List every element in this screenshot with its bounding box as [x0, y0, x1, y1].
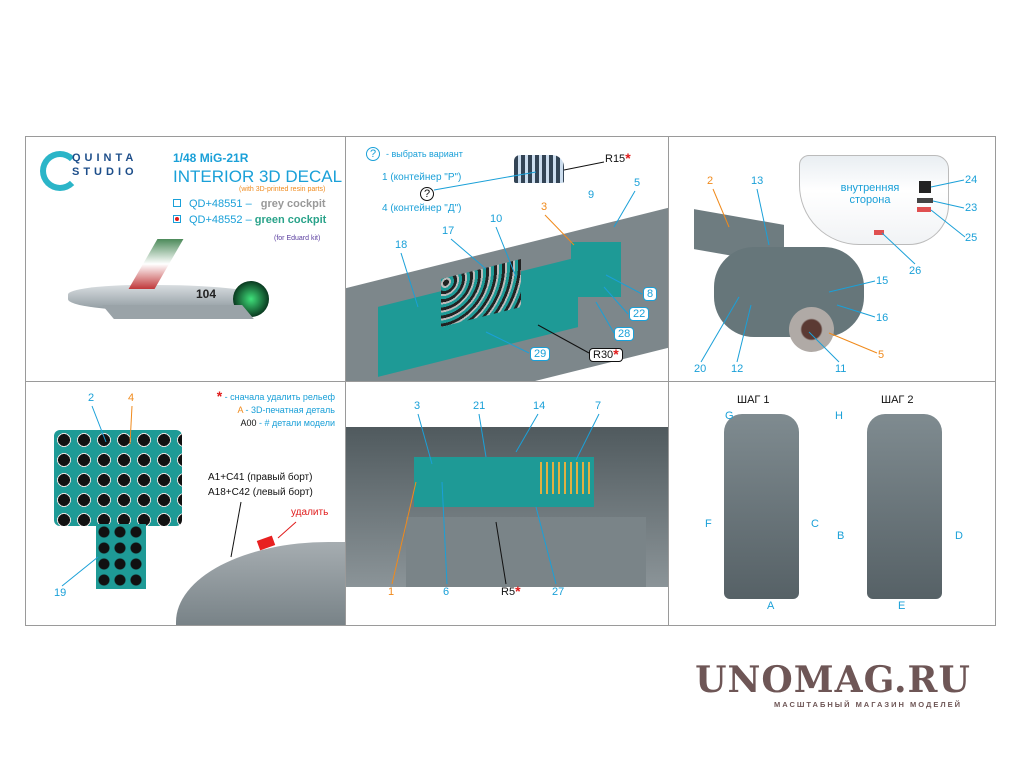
variant-green[interactable]: QD+48552 – green cockpit: [173, 214, 326, 226]
brand-bottom: STUDIO: [72, 166, 138, 178]
variant-code: QD+48551: [189, 198, 243, 210]
header-panel: QUINTA STUDIO 1/48 MiG-21R INTERIOR 3D D…: [25, 136, 346, 382]
label-r30: R30*: [589, 347, 623, 362]
variant-name: grey cockpit: [260, 198, 326, 210]
label-24: 24: [965, 174, 978, 186]
watermark-name: UNOMAG.RU: [695, 659, 971, 701]
watermark-tagline: МАСШТАБНЫЙ МАГАЗИН МОДЕЛЕЙ: [773, 700, 962, 709]
label-a: A: [767, 600, 775, 612]
label-e: E: [898, 600, 906, 612]
legend-item: A00 - # детали модели: [240, 418, 335, 428]
side-console-render: [346, 427, 668, 587]
label-f: F: [705, 518, 712, 530]
label-20: 20: [694, 363, 707, 375]
label-4: 4: [128, 392, 135, 404]
unomag-watermark: UNOMAG.RU МАСШТАБНЫЙ МАГАЗИН МОДЕЛЕЙ: [688, 660, 978, 709]
label-b: B: [837, 530, 845, 542]
variant-name: green cockpit: [254, 214, 327, 226]
label-26: 26: [909, 265, 922, 277]
label-r15: R15*: [605, 150, 631, 166]
legend-q: ?: [366, 147, 381, 161]
label-12: 12: [731, 363, 744, 375]
legend-choose-variant: - выбрать вариант: [386, 149, 463, 159]
option-q: ?: [420, 187, 435, 201]
option-4: 4 (контейнер "Д"): [382, 203, 462, 214]
label-17: 17: [442, 225, 455, 237]
label-15: 15: [876, 275, 889, 287]
label-28: 28: [614, 327, 635, 341]
gunsight-panel: внутренняя сторона 2 13 24 23 25 26 15 1…: [668, 136, 996, 382]
checkbox-unchecked[interactable]: [173, 199, 181, 207]
inner-side-label: внутренняя сторона: [840, 182, 900, 206]
step-2-title: ШАГ 2: [881, 394, 914, 406]
label-27: 27: [552, 586, 565, 598]
label-d: D: [955, 530, 963, 542]
label-23: 23: [965, 202, 978, 214]
quinta-studio-logo: [40, 151, 80, 191]
label-6: 6: [443, 586, 450, 598]
glue-note-right: A1+C41 (правый борт): [208, 472, 313, 483]
label-25: 25: [965, 232, 978, 244]
checkbox-checked[interactable]: [173, 215, 181, 223]
remove-note: удалить: [291, 507, 329, 518]
instrument-panel-panel: 2 4 19 * - сначала удалить рельеф A - 3D…: [25, 381, 346, 626]
label-9: 9: [588, 189, 595, 201]
instrument-panel-render: [54, 430, 182, 526]
label-3: 3: [541, 201, 548, 213]
seat-step1-render: [724, 414, 799, 599]
label-5: 5: [634, 177, 641, 189]
dash: –: [245, 214, 252, 226]
label-5: 5: [878, 349, 885, 361]
label-19: 19: [54, 587, 67, 599]
label-18: 18: [395, 239, 408, 251]
aircraft-number: 104: [196, 287, 217, 301]
ejection-seat-panel: ШАГ 1 ШАГ 2 G F C A H B D E: [668, 381, 996, 626]
side-console-left-panel: ? - выбрать вариант 1 (контейнер "P") ? …: [345, 136, 669, 382]
dash: –: [245, 198, 252, 210]
label-14: 14: [533, 400, 546, 412]
option-1: 1 (контейнер "P"): [382, 172, 462, 183]
label-10: 10: [490, 213, 503, 225]
aircraft-illustration: 104: [48, 239, 278, 327]
label-2: 2: [707, 175, 714, 187]
glue-note-left: A18+C42 (левый борт): [208, 487, 313, 498]
product-title: INTERIOR 3D DECAL: [173, 167, 343, 186]
gunsight-render: [694, 209, 874, 367]
model-title: 1/48 MiG-21R: [173, 151, 249, 165]
variant-code: QD+48552: [189, 214, 243, 226]
product-subtitle: (with 3D-printed resin parts): [239, 186, 326, 193]
r15-part: [514, 155, 564, 183]
legend: * - сначала удалить рельеф A - 3D-печатн…: [216, 388, 335, 430]
label-h: H: [835, 410, 843, 422]
lower-panel-render: [96, 524, 146, 589]
label-21: 21: [473, 400, 486, 412]
label-3: 3: [414, 400, 421, 412]
label-29: 29: [530, 347, 551, 361]
label-11: 11: [835, 363, 847, 375]
brand-top: QUINTA: [72, 152, 138, 164]
variant-grey[interactable]: QD+48551 – grey cockpit: [173, 198, 326, 210]
legend-item: A - 3D-печатная деталь: [237, 405, 335, 415]
legend-item: * - сначала удалить рельеф: [216, 388, 335, 404]
label-c: C: [811, 518, 819, 530]
label-13: 13: [751, 175, 764, 187]
label-1: 1: [388, 586, 395, 598]
coaming-render: [176, 542, 345, 625]
label-2: 2: [88, 392, 95, 404]
label-16: 16: [876, 312, 889, 324]
label-8: 8: [643, 287, 658, 301]
step-1-title: ШАГ 1: [737, 394, 770, 406]
seat-step2-render: [867, 414, 942, 599]
label-r5: R5*: [501, 583, 521, 599]
label-g: G: [725, 410, 734, 422]
side-console-right-panel: 3 21 14 7 1 6 R5* 27: [345, 381, 669, 626]
label-22: 22: [629, 307, 650, 321]
kit-note: (for Eduard kit): [274, 235, 321, 242]
label-7: 7: [595, 400, 602, 412]
